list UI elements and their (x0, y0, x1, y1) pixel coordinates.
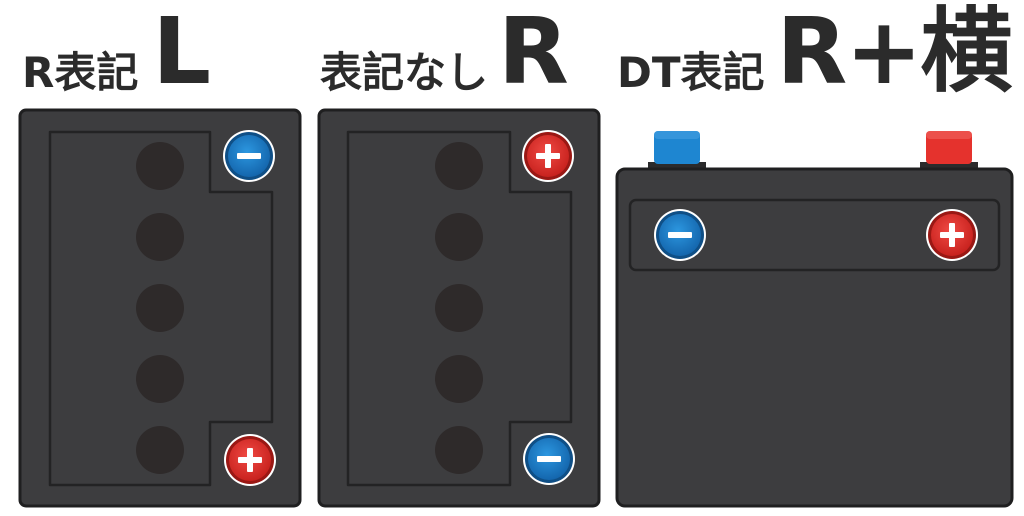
label-big-text: R (498, 0, 569, 105)
label-small-text: 表記なし (320, 48, 489, 97)
cell-cap (136, 284, 184, 332)
cell-cap (435, 426, 483, 474)
battery-3 (615, 131, 1014, 508)
battery-2 (317, 108, 601, 508)
battery-1 (18, 108, 302, 508)
negative-post (654, 131, 700, 164)
battery-label-dt-r-side: DT表記 R+横 (617, 0, 1013, 105)
cell-cap (136, 355, 184, 403)
positive-terminal-icon (224, 434, 276, 486)
label-small-text: R表記 (22, 48, 139, 97)
positive-post (926, 131, 972, 164)
label-small-text: DT表記 (617, 48, 765, 97)
cell-cap (136, 426, 184, 474)
cell-cap (435, 213, 483, 261)
cell-cap (435, 355, 483, 403)
negative-terminal-icon (523, 433, 575, 485)
positive-terminal-icon (522, 130, 574, 182)
cell-cap (435, 284, 483, 332)
cell-cap (136, 142, 184, 190)
post-base (920, 162, 978, 172)
label-big-text: L (152, 0, 211, 105)
label-big-text: R+横 (776, 0, 1013, 105)
positive-terminal-icon (926, 209, 978, 261)
negative-terminal-icon (223, 130, 275, 182)
battery-label-none-r: 表記なし R (320, 0, 569, 105)
cell-cap (435, 142, 483, 190)
battery-label-r-l: R表記 L (22, 0, 211, 105)
post-base (648, 162, 706, 172)
cell-cap (136, 213, 184, 261)
negative-terminal-icon (654, 209, 706, 261)
